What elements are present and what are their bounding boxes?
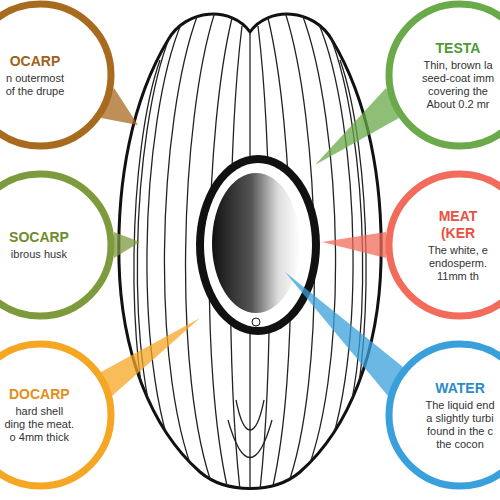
callout-text: SOCARP ibrous husk [4,229,74,261]
fibre [134,60,160,450]
callout-circle: MEAT (KERThe white, e endosperm. 11mm th [385,170,500,320]
callout-text: TESTA Thin, brown la seed-coat imm coveri… [420,40,496,111]
callout-text: DOCARP hard shell ding the meat. o 4mm th… [4,386,75,444]
callout-circle: OCARP n outermost of the drupe [0,0,115,150]
meat [204,163,312,327]
circle-ring [389,344,500,486]
fibre [137,36,170,466]
part-description: ibrous husk [4,248,74,261]
callout-wedge [322,232,386,258]
circle-ring [0,174,111,316]
husk-fibres [134,12,366,490]
germ-pore [252,318,260,326]
callout-circle: DOCARP hard shell ding the meat. o 4mm th… [0,340,115,490]
callout-wedge [315,88,399,165]
water [212,173,300,313]
part-description: Thin, brown la seed-coat imm covering th… [420,59,496,111]
callout-wedge [101,318,200,396]
callout-text: OCARP n outermost of the drupe [4,53,66,98]
part-name: OCARP [4,53,66,70]
part-name: TESTA [420,40,496,57]
part-description: hard shell ding the meat. o 4mm thick [4,405,75,444]
part-description: n outermost of the drupe [4,72,66,98]
callout-circle: SOCARP ibrous husk [0,170,115,320]
fibre [147,22,184,480]
part-description: The liquid end a slightly turbi found in… [424,399,496,451]
fibre [164,14,200,488]
callout-wedge [285,272,403,396]
callout-circle: WATER The liquid end a slightly turbi fou… [385,340,500,490]
callout-text: WATER The liquid end a slightly turbi fou… [424,380,496,451]
part-name: MEAT (KER [420,208,496,242]
fibre [330,36,363,466]
fibre [236,400,264,430]
callout-wedge [114,232,140,258]
part-name: DOCARP [4,386,75,403]
circle-ring [389,174,500,316]
circle-ring [0,4,111,146]
fibre [228,420,272,458]
part-name: SOCARP [4,229,74,246]
fibre [316,22,353,480]
part-description: The white, e endosperm. 11mm th [420,244,496,283]
callout-circle: TESTA Thin, brown la seed-coat imm coveri… [385,0,500,150]
shell [196,155,320,335]
circle-ring [389,4,500,146]
part-name: WATER [424,380,496,397]
callout-text: MEAT (KERThe white, e endosperm. 11mm th [420,208,496,283]
circle-ring [0,344,111,486]
